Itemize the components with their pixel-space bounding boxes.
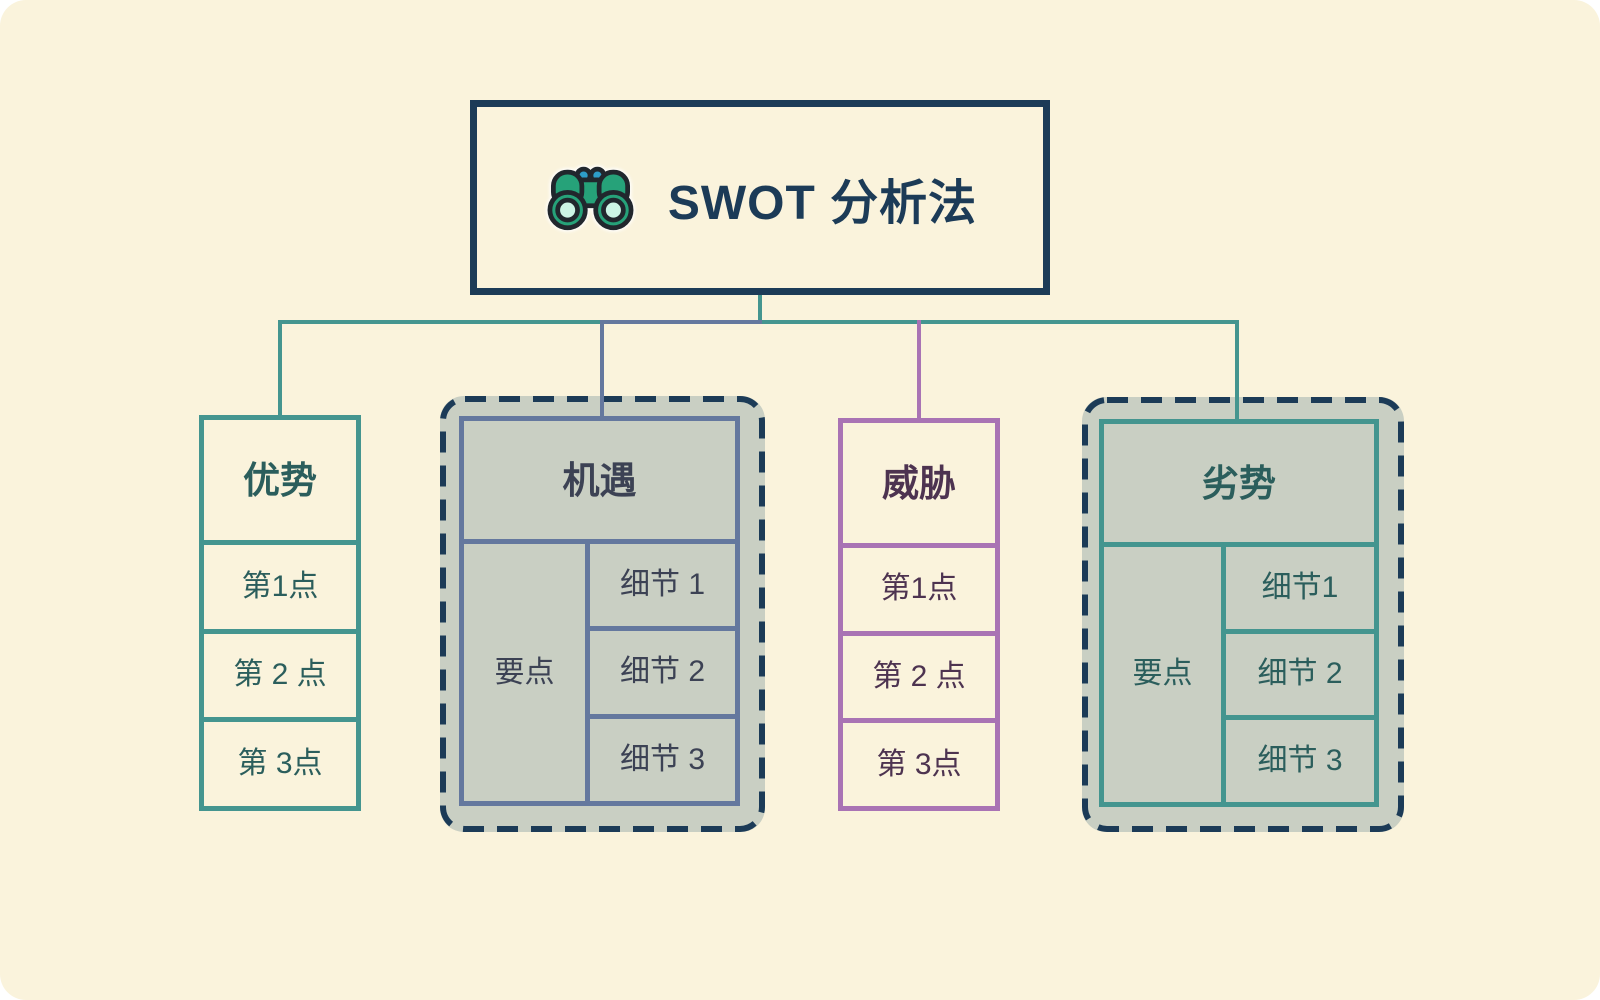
threats-node[interactable]: 威胁 第1点 第 2 点 第 3点 — [838, 418, 1000, 811]
weaknesses-main-point[interactable]: 要点 — [1104, 547, 1221, 802]
weaknesses-group[interactable]: 劣势 要点 细节1 细节 2 细节 3 — [1082, 397, 1404, 832]
strengths-node[interactable]: 优势 第1点 第 2 点 第 3点 — [199, 415, 361, 811]
opportunities-detail-3[interactable]: 细节 3 — [590, 718, 735, 801]
opportunities-detail-1[interactable]: 细节 1 — [590, 544, 735, 627]
binoculars-icon — [547, 166, 634, 230]
weaknesses-node[interactable]: 劣势 要点 细节1 细节 2 细节 3 — [1099, 419, 1379, 807]
weaknesses-detail-2[interactable]: 细节 2 — [1226, 633, 1374, 716]
weaknesses-detail-1[interactable]: 细节1 — [1226, 547, 1374, 629]
weaknesses-header: 劣势 — [1104, 424, 1374, 542]
threats-header: 威胁 — [843, 423, 995, 543]
strengths-item-1[interactable]: 第1点 — [204, 545, 356, 629]
weaknesses-detail-3[interactable]: 细节 3 — [1226, 720, 1374, 802]
strengths-item-3[interactable]: 第 3点 — [204, 722, 356, 806]
opportunities-node[interactable]: 机遇 要点 细节 1 细节 2 细节 3 — [459, 416, 740, 806]
diagram-title: SWOT 分析法 — [667, 176, 978, 230]
title-node[interactable]: SWOT 分析法 — [470, 100, 1050, 295]
threats-item-3[interactable]: 第 3点 — [843, 723, 995, 806]
opportunities-main-point[interactable]: 要点 — [464, 544, 585, 801]
opportunities-header: 机遇 — [464, 421, 735, 539]
strengths-item-2[interactable]: 第 2 点 — [204, 633, 356, 718]
threats-item-2[interactable]: 第 2 点 — [843, 635, 995, 719]
threats-item-1[interactable]: 第1点 — [843, 548, 995, 631]
strengths-header: 优势 — [204, 420, 356, 540]
opportunities-group[interactable]: 机遇 要点 细节 1 细节 2 细节 3 — [440, 396, 765, 832]
opportunities-detail-2[interactable]: 细节 2 — [590, 631, 735, 714]
